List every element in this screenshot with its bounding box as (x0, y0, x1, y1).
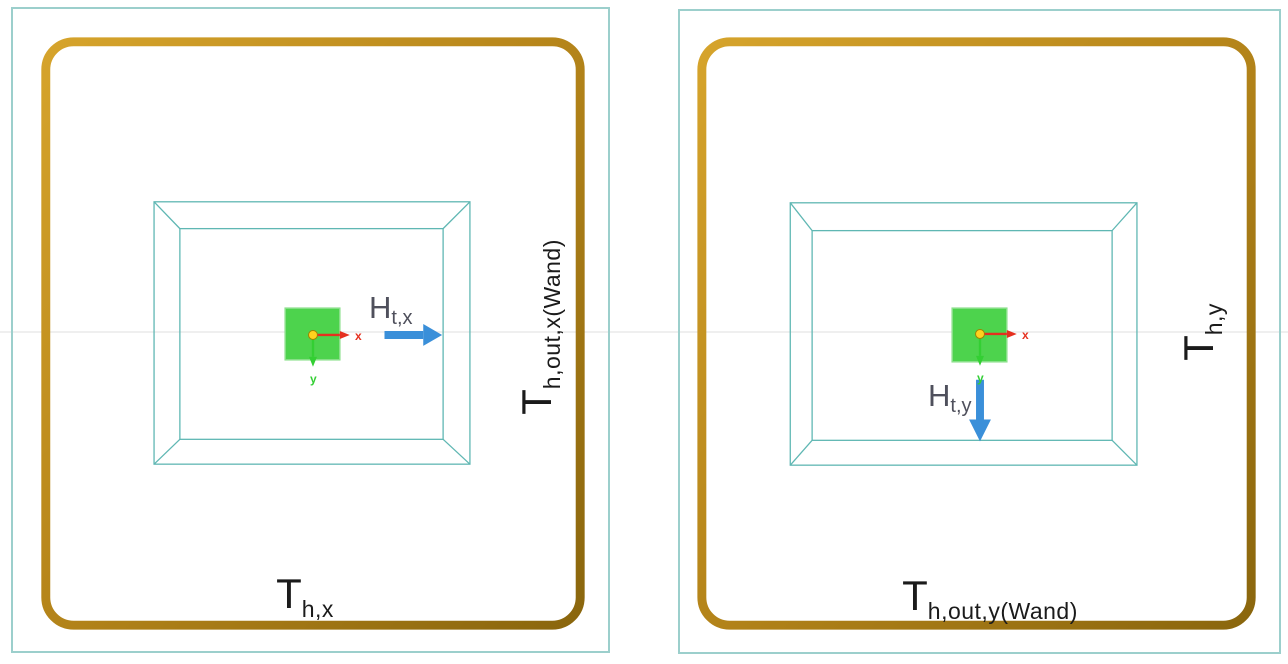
temperature-label-main: T (1175, 335, 1222, 361)
y-axis-arrowhead (309, 356, 317, 367)
field-label-subscript: t,x (391, 307, 413, 329)
coordinate-axes (308, 330, 350, 367)
field-label-main: H (928, 378, 951, 413)
y-axis-label: y (310, 372, 317, 386)
temperature-label-main: T (513, 389, 560, 415)
temperature-label-subscript: h,y (1201, 303, 1227, 336)
wireframe-box (153, 201, 471, 465)
origin-dot (975, 329, 985, 339)
x-axis-arrowhead (339, 330, 350, 339)
wireframe-corner-br (442, 438, 471, 465)
coil-tube (697, 37, 1256, 630)
y-axis-label: y (977, 371, 984, 385)
x-axis-label: x (1022, 328, 1029, 342)
wireframe-corner-tl (153, 201, 181, 230)
horizontal-gridline (0, 331, 1288, 333)
field-arrowhead (969, 419, 991, 442)
field-strength-label-hty: Ht,y (928, 380, 972, 416)
coordinate-axes (975, 329, 1017, 366)
temperature-label-thoutx-wand: Th,out,x(Wand) (513, 239, 565, 415)
temperature-label-thouty-wand: Th,out,y(Wand) (902, 575, 1078, 623)
y-axis-arrowhead (976, 355, 984, 366)
field-arrow-right (384, 324, 443, 346)
field-arrow-down (969, 379, 991, 442)
field-strength-label-htx: Ht,x (369, 292, 413, 328)
x-axis-label: x (355, 329, 362, 343)
wireframe-outer-rect (153, 201, 471, 465)
wireframe-corner-bl (789, 439, 813, 466)
temperature-label-subscript: h,x (301, 596, 334, 622)
field-arrowhead (423, 324, 443, 346)
wireframe-corner-tr (1111, 202, 1138, 232)
temperature-label-thy: Th,y (1175, 303, 1227, 361)
temperature-label-main: T (902, 572, 928, 619)
wireframe-corner-bl (153, 438, 181, 465)
coil-tube (41, 37, 585, 630)
temperature-label-subscript: h,out,x(Wand) (539, 239, 565, 390)
wireframe-box (789, 202, 1138, 466)
wireframe-outer-rect (789, 202, 1138, 466)
panel-x-drawing (41, 37, 585, 630)
wireframe-inner-rect (811, 229, 1113, 441)
temperature-label-main: T (276, 570, 302, 617)
wireframe-corner-br (1111, 439, 1138, 466)
x-axis-arrowhead (1006, 330, 1017, 338)
temperature-label-thx: Th,x (276, 573, 334, 621)
field-label-subscript: t,y (950, 395, 972, 417)
wireframe-corner-tr (442, 201, 471, 230)
temperature-label-subscript: h,out,y(Wand) (927, 598, 1078, 624)
wireframe-corner-tl (789, 202, 813, 232)
panel-y-direction: x y Ht,y Th,out,y(Wand) Th,y (678, 9, 1281, 654)
field-label-main: H (369, 290, 392, 325)
wireframe-inner-rect (179, 227, 444, 440)
origin-dot (308, 330, 318, 340)
panel-x-direction: x y Ht,x Th,x Th,out,x(Wand) (11, 7, 610, 653)
panel-y-drawing (697, 37, 1256, 630)
